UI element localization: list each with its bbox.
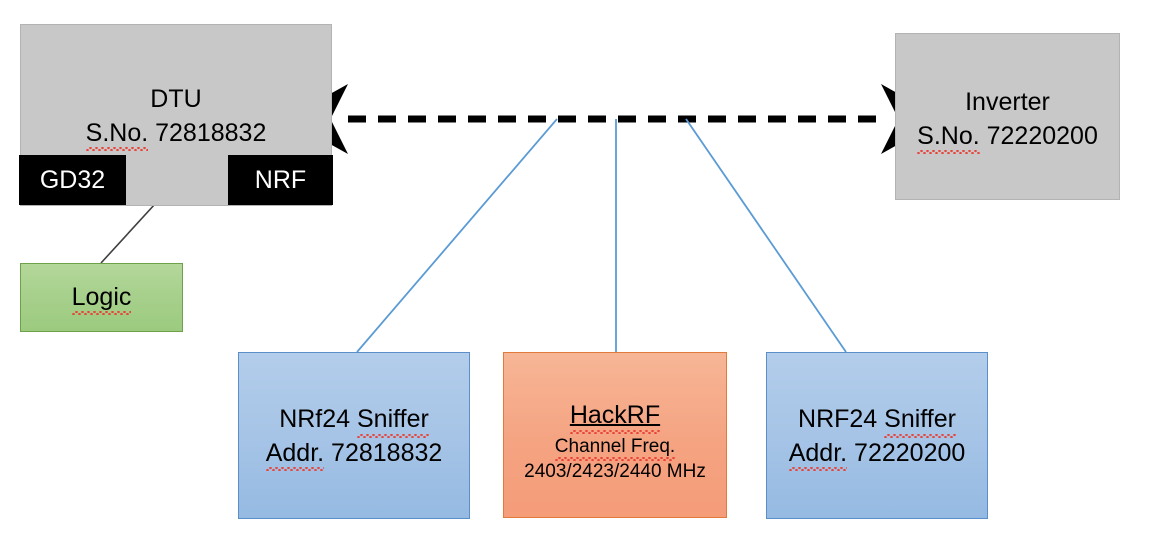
node-hackrf[interactable]: HackRF Channel Freq. 2403/2423/2440 MHz [503,352,727,518]
node-nrf[interactable]: NRF [228,155,333,205]
node-gd32[interactable]: GD32 [19,155,126,205]
logic-label: Logic [71,282,132,315]
node-logic[interactable]: Logic [20,263,183,332]
node-inverter[interactable]: Inverter S.No. 72220200 [895,33,1120,200]
sniffer-left-title: NRf24 Sniffer [279,405,429,437]
dtu-serial-label: S.No. [85,118,149,151]
hackrf-title: HackRF [569,401,661,433]
sniffer-right-tap-line [685,118,847,353]
hackrf-sub-label-text: Channel Freq. [554,435,676,462]
inverter-serial-value: 72220200 [986,121,1098,150]
sniffer-left-title-text: NRf24 Sniffer [279,405,429,437]
sniffer-right-title-text: NRF24 Sniffer [798,405,956,437]
inverter-title: Inverter [965,88,1050,116]
sniffer-right-addr-label: Addr. [788,438,848,471]
inverter-serial: S.No. 72220200 [917,121,1098,154]
node-sniffer-right[interactable]: NRF24 Sniffer Addr. 72220200 [766,352,988,519]
hackrf-frequencies: 2403/2423/2440 MHz [524,460,706,482]
gd32-label: GD32 [39,165,106,194]
node-sniffer-left[interactable]: NRf24 Sniffer Addr. 72818832 [238,352,470,519]
sniffer-right-title: NRF24 Sniffer [798,405,956,437]
dtu-serial: S.No. 72818832 [85,118,267,151]
nrf-label: NRF [254,165,307,194]
sniffer-left-addr-label: Addr. [265,438,325,471]
sniffer-right-addr-value: 72220200 [854,438,966,467]
sniffer-left-addr-value: 72818832 [331,438,443,467]
sniffer-right-addr: Addr. 72220200 [788,438,966,471]
sniffer-left-addr: Addr. 72818832 [265,438,443,471]
inverter-serial-label: S.No. [917,121,980,154]
dtu-title: DTU [150,85,202,113]
hackrf-sub-label: Channel Freq. [554,435,676,462]
dtu-serial-value: 72818832 [155,118,267,147]
hackrf-title-text: HackRF [569,401,661,433]
sniffer-left-tap-line [356,118,558,353]
